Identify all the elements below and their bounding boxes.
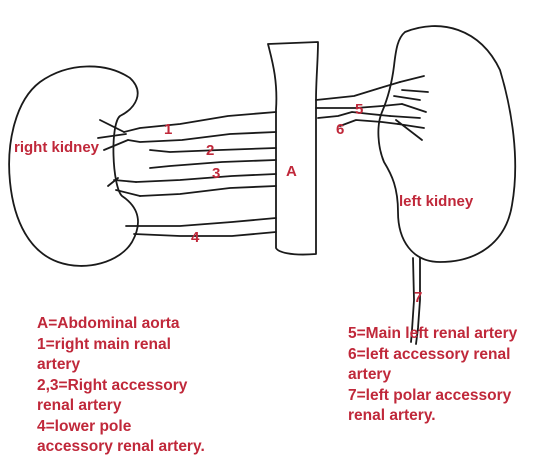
right-main-renal-branches — [98, 120, 128, 150]
legend-right-line: renal artery. — [348, 406, 517, 427]
legend-right: 5=Main left renal artery 6=left accessor… — [348, 324, 517, 427]
lower-pole-accessory-artery — [126, 218, 276, 236]
legend-left-line: 1=right main renal — [37, 335, 205, 356]
label-5: 5 — [355, 101, 363, 118]
label-4: 4 — [191, 229, 200, 246]
legend-left-line: artery — [37, 355, 205, 376]
right-accessory-artery-3 — [136, 174, 276, 196]
label-7: 7 — [414, 289, 422, 306]
left-kidney-label: left kidney — [399, 193, 474, 210]
legend-right-line: 5=Main left renal artery — [348, 324, 517, 345]
legend-right-line: artery — [348, 365, 517, 386]
legend-right-line: 7=left polar accessory — [348, 386, 517, 407]
aorta-label: A — [286, 163, 297, 180]
legend-left-line: 2,3=Right accessory — [37, 376, 205, 397]
right-accessory-branches-3 — [108, 178, 140, 196]
right-kidney-label: right kidney — [14, 139, 100, 156]
legend-left: A=Abdominal aorta 1=right main renal art… — [37, 314, 205, 458]
legend-right-line: 6=left accessory renal — [348, 345, 517, 366]
label-1: 1 — [164, 121, 172, 138]
right-main-renal-artery — [124, 112, 276, 142]
legend-left-line: renal artery — [37, 396, 205, 417]
left-accessory-branches — [390, 116, 424, 140]
label-2: 2 — [206, 142, 214, 159]
right-kidney-outline — [9, 66, 138, 265]
legend-left-line: 4=lower pole — [37, 417, 205, 438]
left-kidney-outline — [378, 26, 515, 262]
label-6: 6 — [336, 121, 344, 138]
label-3: 3 — [212, 165, 220, 182]
legend-left-line: A=Abdominal aorta — [37, 314, 205, 335]
legend-left-line: accessory renal artery. — [37, 437, 205, 458]
